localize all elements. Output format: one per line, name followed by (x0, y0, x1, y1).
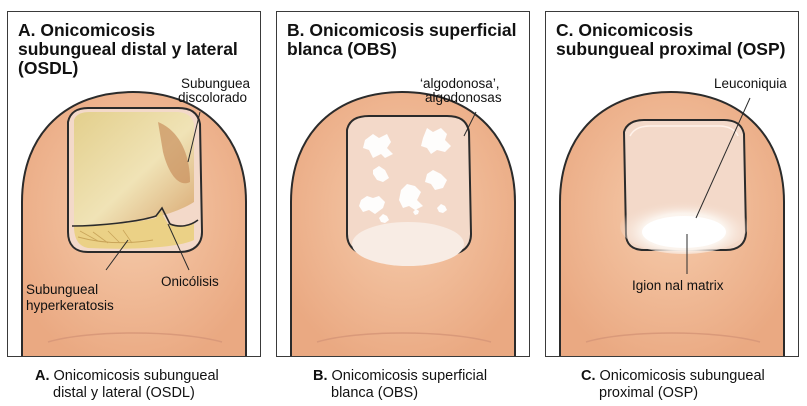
label-leukonychia: Leuconiquia (714, 76, 787, 91)
panel-osdl: A. Onicomicosis subungueal distal y late… (7, 11, 261, 357)
panel-title: C. Onicomicosis subungueal proximal (OSP… (556, 21, 792, 59)
label-cottony-2: algodonosas (425, 90, 502, 105)
panel-title: A. Onicomicosis subungueal distal y late… (18, 21, 254, 78)
caption-line1: Onicomicosis subungueal (54, 368, 219, 384)
caption-letter: B. (313, 368, 328, 384)
caption-line1: Onicomicosis subungueal (600, 368, 765, 384)
label-hyperkeratosis-1: Subungueal (26, 282, 98, 297)
label-hyperkeratosis-2: hyperkeratosis (26, 298, 114, 313)
label-matrix: Igion nal matrix (632, 278, 724, 293)
label-discoloration-1: Subunguea (181, 76, 250, 91)
label-discoloration-2: discolorado (178, 90, 247, 105)
panel-title: B. Onicomicosis superficial blanca (OBS) (287, 21, 523, 59)
panel-obs: B. Onicomicosis superficial blanca (OBS)… (276, 11, 530, 357)
finger-illustration-osp (546, 12, 799, 357)
caption-letter: C. (581, 368, 596, 384)
panel-osp: C. Onicomicosis subungueal proximal (OSP… (545, 11, 799, 357)
caption-line2: distal y lateral (OSDL) (35, 385, 219, 402)
caption-osp: C. Onicomicosis subungueal proximal (OSP… (581, 368, 765, 402)
label-onycholysis: Onicólisis (161, 274, 219, 289)
finger-illustration-obs (277, 12, 530, 357)
caption-line2: blanca (OBS) (313, 385, 487, 402)
caption-line2: proximal (OSP) (581, 385, 765, 402)
caption-obs: B. Onicomicosis superficial blanca (OBS) (313, 368, 487, 402)
caption-letter: A. (35, 368, 50, 384)
caption-line1: Onicomicosis superficial (332, 368, 488, 384)
caption-osdl: A. Onicomicosis subungueal distal y late… (35, 368, 219, 402)
label-cottony-1: ‘algodonosa’, (420, 76, 500, 91)
